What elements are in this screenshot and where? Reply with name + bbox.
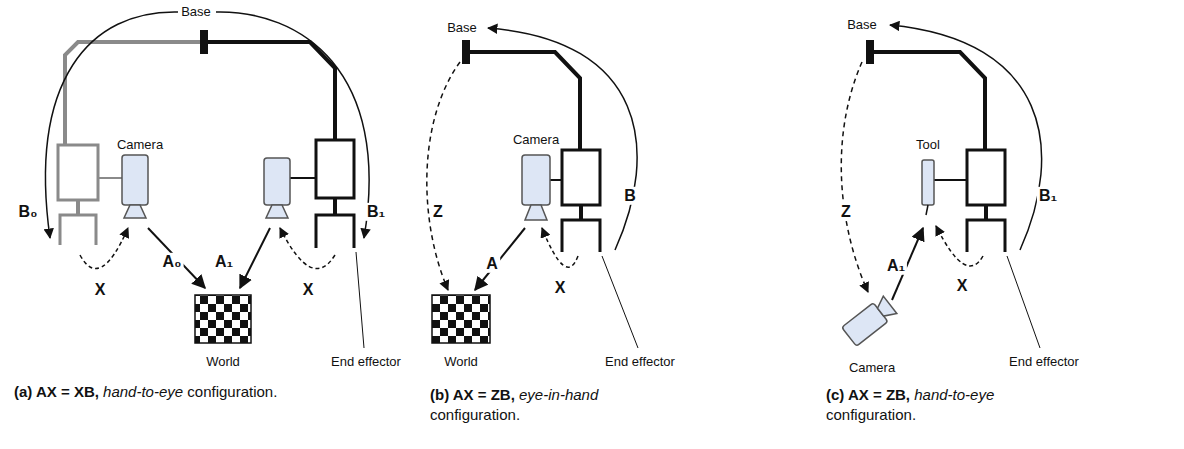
transform-symbol: A₁ [885, 257, 907, 275]
robot-base [462, 40, 470, 64]
caption-term: hand-to-eye [103, 383, 183, 400]
caption-term: hand-to-eye [914, 386, 994, 403]
caption-text [910, 386, 914, 403]
arrows [427, 28, 638, 348]
robot-black [470, 52, 600, 252]
caption-text: configuration. [183, 383, 277, 400]
arrows [46, 12, 370, 348]
transform-symbol: B₁ [365, 203, 387, 221]
caption: (c) AX = ZB, hand-to-eye configuration. [826, 385, 1066, 424]
part-label: End effector [1007, 355, 1081, 370]
caption-formula: (a) AX = XB, [14, 383, 99, 400]
transform-symbol: Z [431, 203, 445, 221]
part-label: Base [445, 21, 479, 36]
part-label: World [204, 355, 242, 370]
caption-formula: (b) AX = ZB, [430, 386, 515, 403]
transform-symbol: A [484, 255, 500, 273]
transform-symbol: X [955, 277, 970, 295]
caption: (a) AX = XB, hand-to-eye configuration. [14, 382, 314, 402]
part-label: Tool [914, 138, 942, 153]
part-label: Base [179, 5, 213, 20]
part-label: Camera [847, 361, 897, 376]
transform-symbol: X [553, 279, 568, 297]
tool [922, 160, 934, 215]
arrows [841, 25, 1041, 348]
transform-symbol: A₀ [161, 253, 184, 271]
transform-symbol: B₀ [17, 203, 40, 221]
transform-symbol: X [93, 281, 108, 299]
caption-text [515, 386, 519, 403]
checkerboard [432, 295, 490, 343]
transform-symbol: Z [839, 203, 853, 221]
robot-gray [58, 42, 200, 245]
part-label: End effector [603, 355, 677, 370]
robot-black [874, 52, 1005, 252]
part-label: Camera [115, 138, 165, 153]
transform-symbol: B [622, 187, 638, 205]
robot-base [866, 40, 874, 64]
camera [122, 155, 290, 218]
camera [522, 155, 550, 220]
caption-text [99, 383, 103, 400]
camera [842, 295, 898, 346]
robot-base [200, 30, 208, 54]
caption-text: configuration. [430, 406, 520, 423]
checkerboard [195, 295, 251, 343]
transform-symbol: X [301, 281, 316, 299]
part-label: End effector [329, 355, 403, 370]
caption-text: configuration. [826, 406, 916, 423]
caption-term: eye-in-hand [519, 386, 598, 403]
part-label: Camera [511, 133, 561, 148]
caption: (b) AX = ZB, eye-in-hand configuration. [430, 385, 660, 424]
robot-black [208, 42, 354, 248]
caption-formula: (c) AX = ZB, [826, 386, 910, 403]
transform-symbol: B₁ [1037, 187, 1059, 205]
part-label: Base [845, 18, 879, 33]
transform-symbol: A₁ [213, 253, 235, 271]
part-label: World [442, 355, 480, 370]
